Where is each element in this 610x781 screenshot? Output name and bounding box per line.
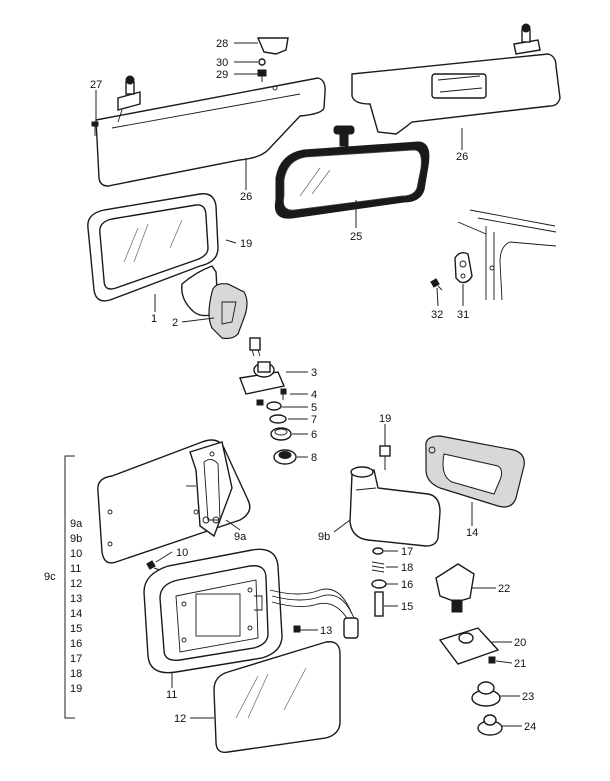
visor-mount-left — [117, 75, 141, 123]
label-9b: 9b — [318, 531, 330, 543]
label-20: 20 — [514, 637, 526, 649]
label-24: 24 — [524, 721, 536, 733]
label-32: 32 — [431, 309, 443, 321]
rear-view-mirror — [274, 125, 430, 228]
list-item: 12 — [70, 578, 82, 590]
sun-visor-left — [95, 77, 326, 187]
label-17: 17 — [401, 546, 413, 558]
label-12: 12 — [174, 713, 186, 725]
pillar-section — [457, 209, 557, 301]
gasket-14 — [425, 435, 525, 508]
label-30: 30 — [216, 57, 228, 69]
screw-27 — [91, 121, 99, 136]
label-18: 18 — [401, 562, 413, 574]
visor-mount-right — [513, 23, 541, 55]
cap-24 — [477, 714, 503, 736]
label-22: 22 — [498, 583, 510, 595]
label-28: 28 — [216, 38, 228, 50]
mirror-base-3 — [239, 361, 285, 395]
motor-22 — [435, 563, 475, 613]
label-25: 25 — [350, 231, 362, 243]
label-26-right: 26 — [456, 151, 468, 163]
label-16: 16 — [401, 579, 413, 591]
label-19-mid: 19 — [379, 413, 391, 425]
screw-13 — [293, 625, 306, 633]
label-29: 29 — [216, 69, 228, 81]
list-item: 14 — [70, 608, 82, 620]
base-plate-20 — [438, 627, 500, 665]
label-2: 2 — [172, 317, 178, 329]
screw-32 — [430, 278, 443, 291]
label-11: 11 — [166, 689, 177, 701]
label-1: 1 — [151, 313, 157, 325]
gasket-2 — [208, 283, 248, 340]
washer-30 — [258, 58, 266, 66]
label-8: 8 — [311, 452, 317, 464]
list-item: 13 — [70, 593, 82, 605]
mirror-housing-11 — [143, 548, 283, 674]
list-item: 11 — [70, 563, 81, 575]
label-6: 6 — [311, 429, 317, 441]
screw-21 — [488, 656, 496, 664]
list-item: 16 — [70, 638, 82, 650]
ring-7 — [269, 414, 287, 424]
screw-19 — [379, 445, 391, 470]
spring-stack — [371, 547, 387, 617]
label-4: 4 — [311, 389, 317, 401]
mirror-mount-9b — [349, 466, 441, 547]
label-19-top: 19 — [240, 238, 252, 250]
list-item: 18 — [70, 668, 82, 680]
label-10: 10 — [176, 547, 188, 559]
list-item: 10 — [70, 548, 82, 560]
label-5: 5 — [311, 402, 317, 414]
label-31: 31 — [457, 309, 469, 321]
sun-visor-right — [351, 53, 561, 135]
label-9a: 9a — [234, 531, 247, 543]
label-3: 3 — [311, 367, 317, 379]
label-27: 27 — [90, 79, 102, 91]
cap-8 — [273, 449, 297, 465]
bracket-list: 9a 9b 10 11 12 13 14 15 16 17 18 19 — [70, 518, 83, 695]
list-item: 9a — [70, 518, 83, 530]
visor-clip-28 — [256, 37, 289, 55]
part-labels: 28 30 29 27 26 26 25 19 1 2 32 31 3 4 5 … — [44, 38, 536, 733]
leader-lines — [95, 42, 522, 727]
list-item: 15 — [70, 623, 82, 635]
label-26-left: 26 — [240, 191, 252, 203]
mirror-mount-31 — [454, 251, 473, 284]
label-15: 15 — [401, 601, 413, 613]
group-bracket — [64, 455, 75, 719]
mirror-glass-12 — [213, 641, 341, 753]
list-item: 17 — [70, 653, 82, 665]
label-13: 13 — [320, 625, 332, 637]
seal-23 — [471, 681, 501, 707]
outside-mirror-1 — [87, 193, 219, 302]
list-item: 19 — [70, 683, 82, 695]
label-14: 14 — [466, 527, 478, 539]
seal-6 — [270, 427, 292, 441]
mirror-housing-back-9a — [97, 439, 251, 564]
label-7: 7 — [311, 414, 317, 426]
mirror-wiring — [269, 588, 359, 639]
label-23: 23 — [522, 691, 534, 703]
list-item: 9b — [70, 533, 82, 545]
label-21: 21 — [514, 658, 526, 670]
screw-4 — [280, 388, 287, 400]
label-9c: 9c — [44, 571, 56, 583]
screw-29 — [257, 69, 267, 82]
mirror-connector — [249, 337, 261, 357]
nut-5 — [256, 399, 282, 411]
screw-10 — [146, 560, 161, 571]
